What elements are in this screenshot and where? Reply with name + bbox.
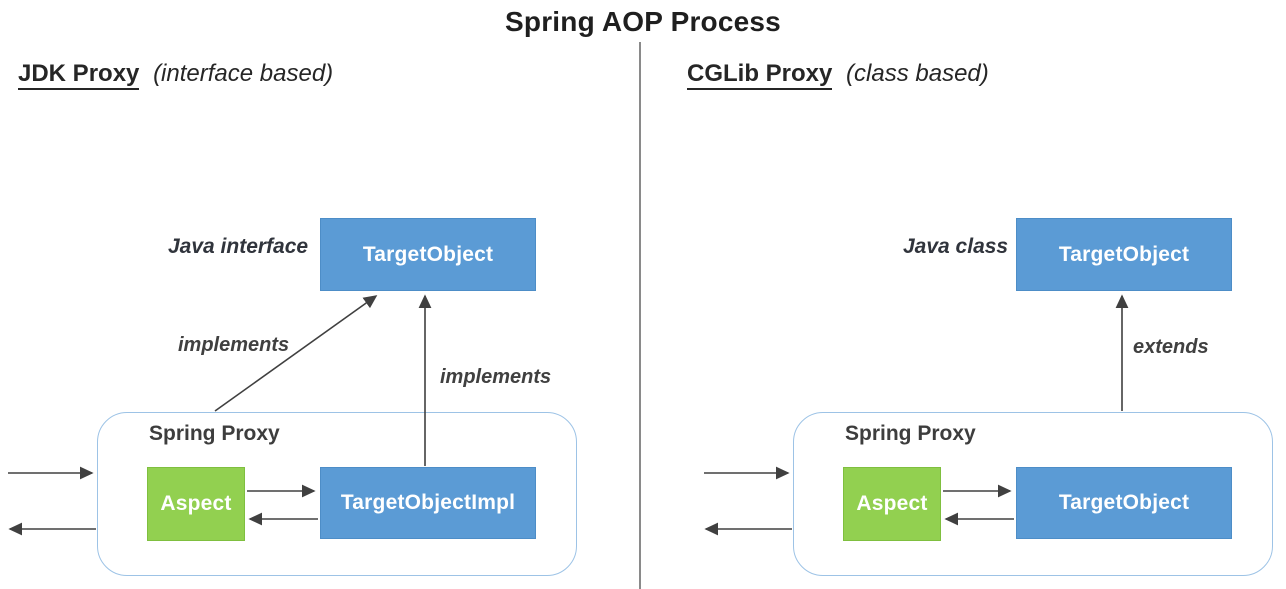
jdk-spring-proxy-label: Spring Proxy <box>149 422 280 445</box>
jdk-aspect-box: Aspect <box>147 467 245 541</box>
extends-label: extends <box>1133 336 1209 358</box>
jdk-proxy-heading-note: (interface based) <box>153 60 334 87</box>
cglib-proxy-heading-name: CGLib Proxy <box>687 60 833 90</box>
jdk-proxy-heading-name: JDK Proxy <box>18 60 140 90</box>
implements-label-diagonal: implements <box>178 334 290 356</box>
cglib-proxy-heading: CGLib Proxy (class based) <box>687 60 989 90</box>
cglib-proxy-heading-note: (class based) <box>846 60 989 87</box>
page-title: Spring AOP Process <box>505 6 781 37</box>
jdk-proxy-heading: JDK Proxy (interface based) <box>18 60 334 90</box>
cglib-target-object-box: TargetObject <box>1016 218 1232 291</box>
java-class-label: Java class <box>903 235 1009 258</box>
jdk-target-object-box: TargetObject <box>320 218 536 291</box>
cglib-target-object-proxy-box: TargetObject <box>1016 467 1232 539</box>
cglib-spring-proxy-label: Spring Proxy <box>845 422 976 445</box>
jdk-target-object-impl-box: TargetObjectImpl <box>320 467 536 539</box>
cglib-spring-proxy-container <box>793 412 1273 576</box>
jdk-spring-proxy-container <box>97 412 577 576</box>
cglib-aspect-box: Aspect <box>843 467 941 541</box>
divider-line <box>639 42 641 589</box>
implements-label-vertical: implements <box>440 366 552 388</box>
java-interface-label: Java interface <box>168 235 309 258</box>
